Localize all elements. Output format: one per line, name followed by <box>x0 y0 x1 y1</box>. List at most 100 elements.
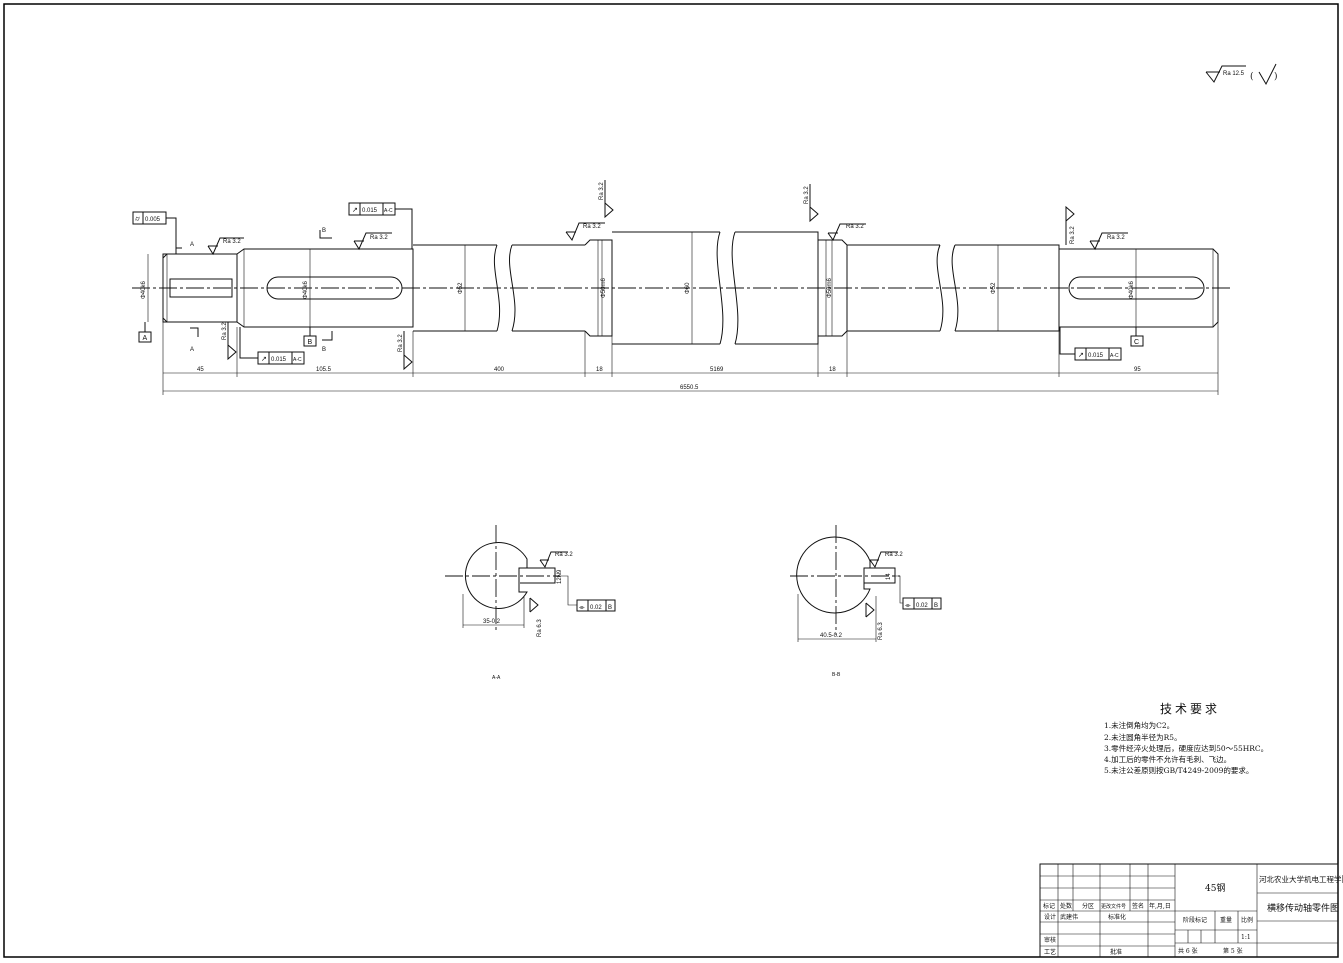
svg-text:Ra 6.3: Ra 6.3 <box>878 622 884 640</box>
length-dim: 95 <box>1134 367 1141 373</box>
svg-text:Ra 3.2: Ra 3.2 <box>223 239 241 245</box>
tolerance-frame-flatness: ⌭ 0.005 <box>132 211 177 254</box>
svg-text:Ra 3.2: Ra 3.2 <box>583 224 601 230</box>
svg-text:⌭: ⌭ <box>135 216 140 223</box>
svg-text:处数: 处数 <box>1060 902 1072 910</box>
svg-text:Ra 3.2: Ra 3.2 <box>222 322 228 340</box>
length-dim: 105.5 <box>316 367 332 373</box>
section-mark: B <box>322 347 326 353</box>
keyway-b <box>266 276 403 300</box>
section-a-a: Ra 3.2 Ra 6.3 12N9 35-0.2 ⌯ 0.02 B A-A <box>445 525 616 681</box>
section-mark: A <box>190 242 194 248</box>
general-roughness-symbol: Ra 12.5 ( ) <box>1205 63 1278 86</box>
datum-a <box>138 331 152 343</box>
svg-text:35-0.2: 35-0.2 <box>483 619 501 625</box>
drawing-name: 横移传动轴零件图 <box>1267 902 1339 914</box>
total-length-dim: 6550.5 <box>680 385 699 391</box>
svg-text:B: B <box>608 605 612 611</box>
svg-text:(: ( <box>1250 71 1254 82</box>
svg-text:0.015: 0.015 <box>362 208 378 214</box>
svg-text:14: 14 <box>886 573 892 580</box>
title-block-text: 标记 处数 分区 更改文件号 签名 年,月,日 设计 武建伟 标准化 审核 工艺… <box>1043 874 1343 956</box>
tolerance-frame-runout: ↗ 0.015 A-C <box>348 202 413 249</box>
tolerance-frame-runout: ↗ 0.015 A-C <box>239 327 305 365</box>
tolerance-frame-runout: ↗ 0.015 A-C <box>1059 327 1122 361</box>
svg-text:Ra 3.2: Ra 3.2 <box>804 186 810 204</box>
school-name: 河北农业大学机电工程学院 <box>1259 874 1343 884</box>
svg-text:更改文件号: 更改文件号 <box>1101 903 1126 910</box>
drawing-border <box>3 3 1339 958</box>
roughness-mark: Ra 3.2 <box>207 237 244 256</box>
section-mark: B <box>322 228 326 234</box>
note-item: 4.加工后的零件不允许有毛刺、飞边。 <box>1104 755 1232 765</box>
svg-text:批准: 批准 <box>1110 948 1122 956</box>
svg-text:Ra 3.2: Ra 3.2 <box>398 334 404 352</box>
svg-text:重量: 重量 <box>1220 916 1232 924</box>
svg-text:设计: 设计 <box>1044 913 1056 921</box>
roughness-mark-vertical: Ra 3.2 <box>222 322 237 361</box>
svg-text:Ra 12.5: Ra 12.5 <box>1223 71 1245 77</box>
dia-label: Φ40k6 <box>141 281 147 299</box>
svg-text:签名: 签名 <box>1132 902 1144 910</box>
note-item: 1.未注倒角均为C2。 <box>1104 721 1175 731</box>
technical-requirements: 技术要求 1.未注倒角均为C2。 2.未注圆角半径为R5。 3.零件经淬火处理后… <box>1104 702 1324 777</box>
svg-text:比例: 比例 <box>1241 916 1253 924</box>
section-mark: A <box>190 347 194 353</box>
dia-label: Φ52 <box>458 282 464 294</box>
note-item: 2.未注圆角半径为R5。 <box>1104 732 1182 742</box>
datum-a-label: A <box>143 335 148 342</box>
svg-text:⌯: ⌯ <box>579 604 585 611</box>
svg-text:共 6 张: 共 6 张 <box>1178 947 1198 955</box>
svg-text:↗: ↗ <box>1078 352 1084 359</box>
svg-text:12N9: 12N9 <box>557 569 563 584</box>
dia-label: Φ60 <box>685 282 691 294</box>
svg-text:阶段标记: 阶段标记 <box>1183 916 1207 924</box>
keyway-c <box>1068 276 1205 300</box>
datum-c <box>1130 335 1144 347</box>
roughness-mark-vertical: Ra 3.2 <box>804 184 819 223</box>
svg-text:Ra 3.2: Ra 3.2 <box>885 552 903 558</box>
length-dim: 400 <box>494 367 505 373</box>
length-dim: 18 <box>596 367 603 373</box>
svg-text:年,月,日: 年,月,日 <box>1149 902 1171 910</box>
svg-text:): ) <box>1274 71 1278 82</box>
dia-label: Φ50m6 <box>827 278 833 298</box>
title-block <box>1039 863 1339 958</box>
svg-text:⌯: ⌯ <box>905 602 911 609</box>
svg-text:A-C: A-C <box>293 357 302 363</box>
svg-text:↗: ↗ <box>352 207 358 214</box>
svg-text:0.005: 0.005 <box>145 217 161 223</box>
svg-text:审核: 审核 <box>1044 936 1056 944</box>
svg-text:Ra 3.2: Ra 3.2 <box>370 235 388 241</box>
svg-text:武建伟: 武建伟 <box>1060 913 1078 921</box>
svg-text:A-C: A-C <box>1110 353 1119 359</box>
notes-title: 技术要求 <box>1160 702 1221 716</box>
datum-b <box>303 335 317 347</box>
svg-text:0.02: 0.02 <box>916 603 928 609</box>
svg-text:Ra 3.2: Ra 3.2 <box>599 182 605 200</box>
roughness-mark: Ra 3.2 <box>565 222 605 242</box>
dia-label: Φ40k6 <box>1129 281 1135 299</box>
keyway-left <box>169 278 233 298</box>
length-dim: 18 <box>829 367 836 373</box>
svg-text:Ra 3.2: Ra 3.2 <box>555 552 573 558</box>
roughness-mark-vertical: Ra 3.2 <box>398 331 413 371</box>
svg-text:A-C: A-C <box>384 208 393 214</box>
note-item: 3.零件经淬火处理后，硬度应达到50～55HRC。 <box>1104 743 1269 753</box>
svg-text:40.5-0.2: 40.5-0.2 <box>820 633 843 639</box>
dia-label: Φ40k6 <box>303 281 309 299</box>
datum-b-label: B <box>308 339 313 346</box>
svg-text:B: B <box>934 603 938 609</box>
datum-c-label: C <box>1134 339 1139 346</box>
svg-text:Ra 3.2: Ra 3.2 <box>1107 235 1125 241</box>
svg-text:1:1: 1:1 <box>1241 934 1251 941</box>
roughness-mark: Ra 3.2 <box>1089 232 1128 251</box>
dia-label: Φ52 <box>991 282 997 294</box>
svg-text:0.015: 0.015 <box>271 357 287 363</box>
dia-label: Φ50m6 <box>601 278 607 298</box>
roughness-mark: Ra 3.2 <box>827 223 866 242</box>
svg-text:分区: 分区 <box>1082 902 1094 910</box>
svg-text:Ra 3.2: Ra 3.2 <box>846 224 864 230</box>
svg-text:第 5 张: 第 5 张 <box>1223 947 1243 955</box>
